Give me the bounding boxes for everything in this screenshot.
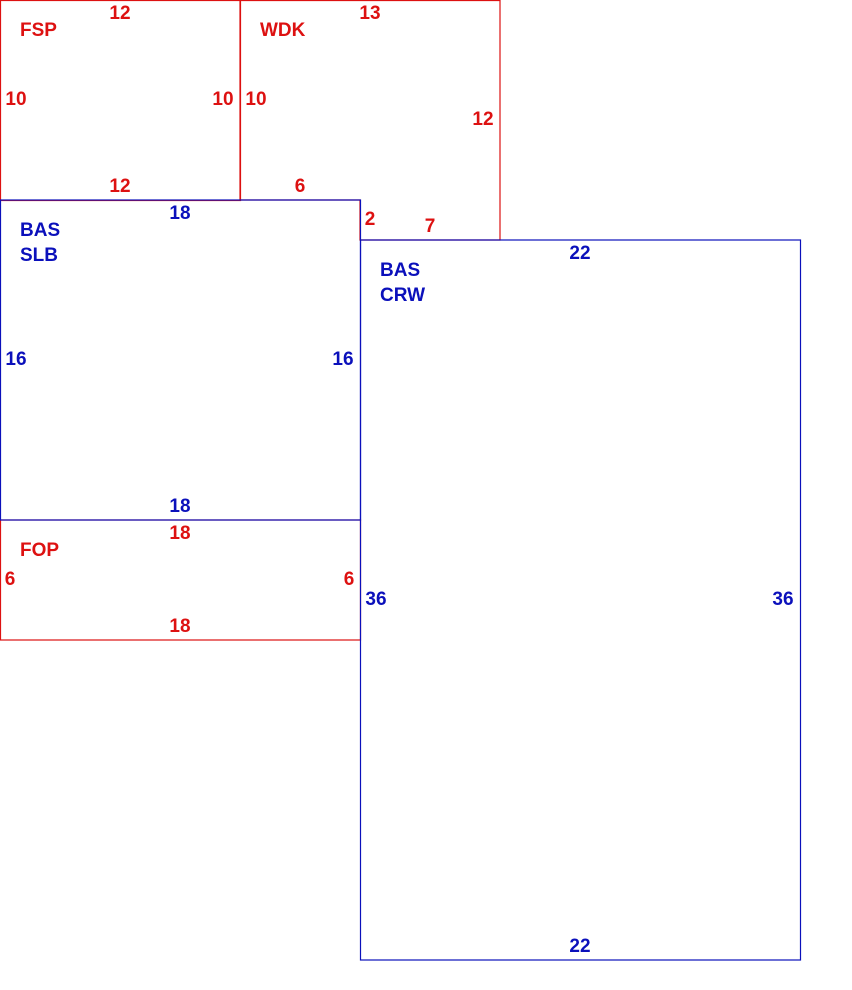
dim-slb-left: 16 xyxy=(5,349,26,370)
dim-wdk-bottom-right: 7 xyxy=(425,216,436,237)
area-wdk: WDK 13 10 12 6 2 7 xyxy=(239,0,501,241)
dim-fsp-left: 10 xyxy=(5,89,26,110)
dim-fsp-top: 12 xyxy=(109,3,130,24)
dim-crw-left: 36 xyxy=(365,589,386,610)
dim-fsp-right: 10 xyxy=(212,89,233,110)
dim-crw-right: 36 xyxy=(772,589,793,610)
dim-slb-right: 16 xyxy=(332,349,353,370)
dim-wdk-top: 13 xyxy=(359,3,380,24)
area-bas-crw-label-line1: BAS xyxy=(380,260,420,281)
area-bas-slb-label-line2: SLB xyxy=(20,245,58,266)
dim-slb-top: 18 xyxy=(169,203,190,224)
dim-wdk-bottom: 6 xyxy=(295,176,306,197)
area-bas-slb: BAS SLB 18 16 16 18 xyxy=(0,199,362,521)
dim-crw-bottom: 22 xyxy=(569,936,590,957)
dim-fop-left: 6 xyxy=(5,569,16,590)
dim-fop-bottom: 18 xyxy=(169,616,190,637)
area-fsp: FSP 12 10 10 12 xyxy=(0,0,242,202)
dim-fop-top: 18 xyxy=(169,523,190,544)
dim-slb-bottom: 18 xyxy=(169,496,190,517)
area-bas-crw-label-line2: CRW xyxy=(380,285,425,306)
area-fop-label: FOP xyxy=(20,540,59,561)
area-fsp-label: FSP xyxy=(20,20,57,41)
area-fop: FOP 18 6 6 18 xyxy=(0,519,362,641)
area-bas-crw: BAS CRW 22 36 36 22 xyxy=(359,239,802,961)
dim-wdk-left: 10 xyxy=(245,89,266,110)
dim-wdk-step: 2 xyxy=(365,209,376,230)
area-bas-slb-label-line1: BAS xyxy=(20,220,60,241)
dim-fop-right: 6 xyxy=(344,569,355,590)
area-wdk-label: WDK xyxy=(260,20,306,41)
dim-wdk-right: 12 xyxy=(472,109,493,130)
dim-crw-top: 22 xyxy=(569,243,590,264)
area-bas-crw-outline xyxy=(359,239,802,961)
dim-fsp-bottom: 12 xyxy=(109,176,130,197)
